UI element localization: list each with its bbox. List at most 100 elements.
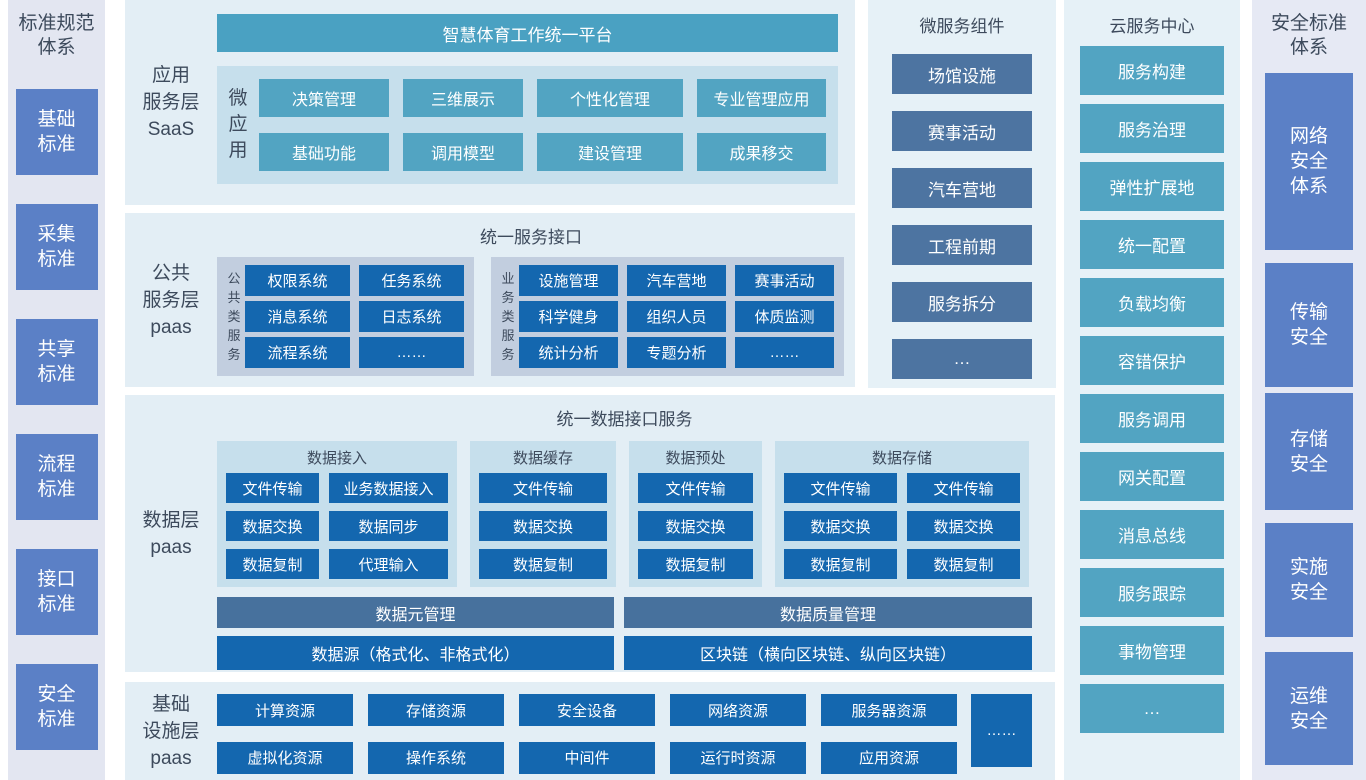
standard-item: 采集 标准 [15, 204, 98, 290]
standard-item: 接口 标准 [15, 549, 98, 635]
data-preprocess-box: 数据复制 [638, 549, 753, 579]
standards-system-panel: 标准规范 体系 基础 标准 采集 标准 共享 标准 流程 标准 接口 标准 安全… [8, 0, 105, 780]
cloud-service-box: 事物管理 [1080, 626, 1224, 675]
infra-resource-box: 存储资源 [368, 694, 504, 726]
data-preprocess-box: 数据交换 [638, 511, 753, 541]
business-service-box: 赛事活动 [735, 265, 834, 296]
data-storage-box: 数据交换 [784, 511, 897, 541]
micro-app-box: 个性化管理 [537, 79, 683, 117]
data-layer-section: 数据层 paas 统一数据接口服务 数据接入 文件传输 业务数据接入 数据交换 … [125, 395, 1055, 672]
infra-resource-box: 网络资源 [670, 694, 806, 726]
data-storage-group: 数据存储 文件传输 文件传输 数据交换 数据交换 数据复制 数据复制 [775, 441, 1029, 587]
data-access-group: 数据接入 文件传输 业务数据接入 数据交换 数据同步 数据复制 代理输入 [217, 441, 457, 587]
security-item: 运维 安全 [1265, 652, 1353, 765]
security-item: 实施 安全 [1265, 523, 1353, 637]
data-access-box: 业务数据接入 [329, 473, 448, 503]
microservice-box: 赛事活动 [892, 111, 1032, 151]
cloud-center-title: 云服务中心 [1109, 17, 1195, 36]
standards-system-title: 标准规范 体系 [18, 13, 95, 58]
security-standards-panel: 安全标准 体系 网络 安全 体系 传输 安全 存储 安全 实施 安全 运维 安全 [1252, 0, 1366, 780]
common-service-box: 流程系统 [245, 337, 350, 368]
infrastructure-layer-label: 基础 设施层 paas [142, 693, 200, 769]
data-group-title: 数据预处 [665, 450, 726, 467]
micro-apps-panel: 微 应 用 决策管理 三维展示 个性化管理 专业管理应用 基础功能 调用模型 建… [217, 66, 838, 184]
micro-app-box: 建设管理 [537, 133, 683, 171]
unified-data-interface-title: 统一数据接口服务 [556, 410, 693, 429]
microservice-box: … [892, 339, 1032, 379]
infra-resource-box: 服务器资源 [821, 694, 957, 726]
common-services-panel: 公 共 类 服 务 权限系统 任务系统 消息系统 日志系统 流程系统 …… [217, 257, 474, 376]
microservice-box: 工程前期 [892, 225, 1032, 265]
unified-service-interface-title: 统一服务接口 [480, 228, 582, 247]
micro-app-box: 专业管理应用 [697, 79, 826, 117]
common-services-label: 公 共 类 服 务 [227, 271, 241, 362]
infra-more-box: …… [971, 694, 1032, 767]
security-standards-title: 安全标准 体系 [1270, 13, 1347, 58]
data-storage-box: 数据复制 [784, 549, 897, 579]
saas-layer-section: 应用 服务层 SaaS 智慧体育工作统一平台 微 应 用 决策管理 三维展示 个… [125, 0, 855, 205]
standard-item: 共享 标准 [15, 319, 98, 405]
public-service-layer-section: 公共 服务层 paas 统一服务接口 公 共 类 服 务 权限系统 任务系统 消… [125, 213, 855, 387]
data-group-title: 数据接入 [306, 450, 367, 467]
data-access-box: 数据复制 [226, 549, 319, 579]
public-service-layer-label: 公共 服务层 paas [142, 262, 200, 338]
micro-app-box: 调用模型 [403, 133, 523, 171]
microservice-box: 服务拆分 [892, 282, 1032, 322]
business-services-panel: 业 务 类 服 务 设施管理 汽车营地 赛事活动 科学健身 组织人员 体质监测 … [491, 257, 844, 376]
microservices-panel: 微服务组件 场馆设施 赛事活动 汽车营地 工程前期 服务拆分 … [868, 0, 1056, 388]
infrastructure-layer-section: 基础 设施层 paas 计算资源 存储资源 安全设备 网络资源 服务器资源 虚拟… [125, 682, 1055, 780]
data-access-box: 代理输入 [329, 549, 448, 579]
microservice-box: 场馆设施 [892, 54, 1032, 94]
infra-resource-box: 中间件 [519, 741, 655, 774]
common-service-box: 日志系统 [359, 301, 464, 332]
data-storage-box: 文件传输 [784, 473, 897, 503]
standard-item: 安全 标准 [15, 664, 98, 750]
business-service-box: 体质监测 [735, 301, 834, 332]
business-services-label: 业 务 类 服 务 [501, 271, 515, 362]
data-cache-group: 数据缓存 文件传输 数据交换 数据复制 [470, 441, 616, 587]
business-service-box: 组织人员 [627, 301, 726, 332]
cloud-service-box: 服务构建 [1080, 46, 1224, 95]
data-access-box: 文件传输 [226, 473, 319, 503]
infra-resource-box: 安全设备 [519, 694, 655, 726]
infra-resource-box: 应用资源 [821, 741, 957, 774]
infra-resource-box: 虚拟化资源 [217, 741, 353, 774]
security-item: 传输 安全 [1265, 263, 1353, 387]
data-cache-box: 文件传输 [479, 473, 607, 503]
cloud-service-box: 容错保护 [1080, 336, 1224, 385]
cloud-service-box: 网关配置 [1080, 452, 1224, 501]
data-storage-box: 文件传输 [907, 473, 1020, 503]
blockchain-bar: 区块链（横向区块链、纵向区块链） [624, 636, 1032, 670]
meta-management-bar: 数据元管理 [217, 597, 614, 628]
common-service-box: …… [359, 337, 464, 368]
data-preprocess-group: 数据预处 文件传输 数据交换 数据复制 [629, 441, 762, 587]
cloud-service-box: 服务治理 [1080, 104, 1224, 153]
business-service-box: 统计分析 [519, 337, 618, 368]
cloud-service-box: 负载均衡 [1080, 278, 1224, 327]
standard-item: 流程 标准 [15, 434, 98, 520]
data-group-title: 数据缓存 [512, 450, 573, 467]
microservice-box: 汽车营地 [892, 168, 1032, 208]
data-group-title: 数据存储 [871, 450, 932, 467]
security-item: 网络 安全 体系 [1265, 73, 1353, 250]
data-storage-box: 数据交换 [907, 511, 1020, 541]
infra-resource-box: 操作系统 [368, 741, 504, 774]
infra-resource-box: 计算资源 [217, 694, 353, 726]
data-preprocess-box: 文件传输 [638, 473, 753, 503]
cloud-service-box: 服务跟踪 [1080, 568, 1224, 617]
business-service-box: 专题分析 [627, 337, 726, 368]
cloud-service-box: … [1080, 684, 1224, 733]
micro-app-box: 决策管理 [259, 79, 389, 117]
common-service-box: 权限系统 [245, 265, 350, 296]
micro-app-box: 三维展示 [403, 79, 523, 117]
standard-item: 基础 标准 [15, 89, 98, 175]
micro-app-box: 基础功能 [259, 133, 389, 171]
microservices-title: 微服务组件 [919, 17, 1005, 36]
business-service-box: …… [735, 337, 834, 368]
infra-resource-box: 运行时资源 [670, 741, 806, 774]
data-storage-box: 数据复制 [907, 549, 1020, 579]
saas-layer-label: 应用 服务层 SaaS [142, 65, 200, 140]
platform-banner: 智慧体育工作统一平台 [217, 14, 838, 52]
cloud-center-panel: 云服务中心 服务构建 服务治理 弹性扩展地 统一配置 负载均衡 容错保护 服务调… [1064, 0, 1240, 780]
data-cache-box: 数据复制 [479, 549, 607, 579]
